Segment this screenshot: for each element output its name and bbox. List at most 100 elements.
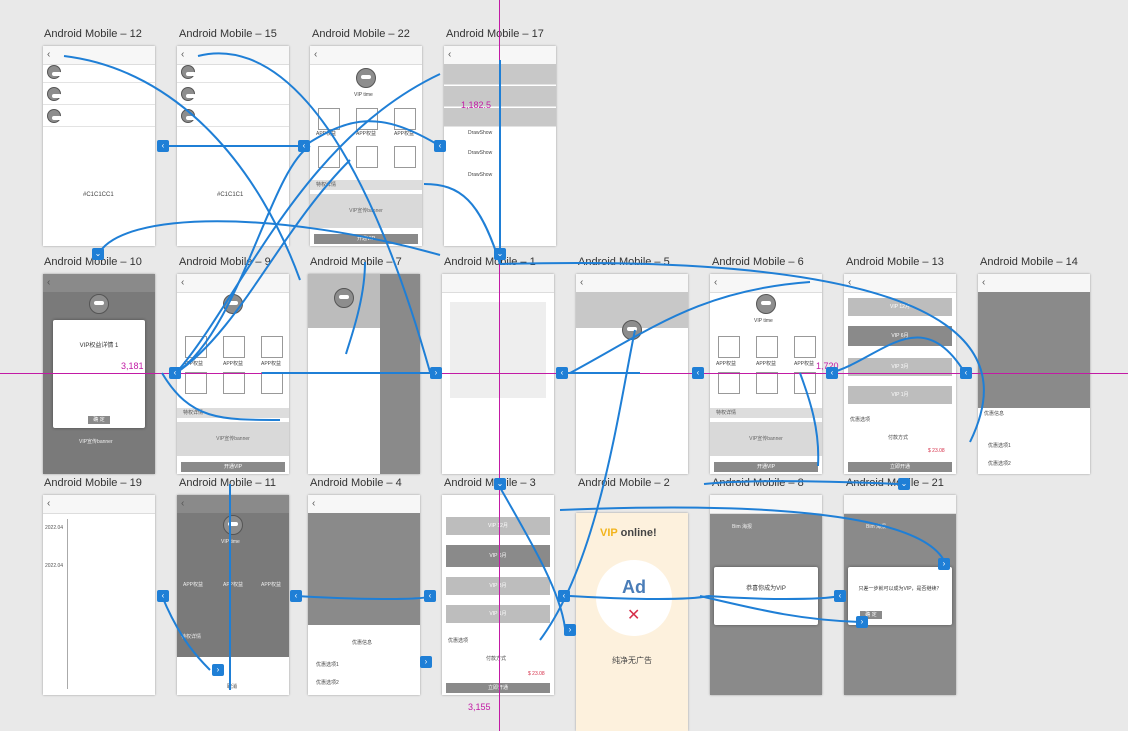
plan-option-selected[interactable]: VIP 6月 (848, 326, 952, 346)
plan-option[interactable]: VIP 1月 (446, 605, 550, 623)
perk-tile[interactable] (756, 372, 778, 394)
plan-option[interactable]: VIP 12月 (848, 298, 952, 316)
artboard-title[interactable]: Android Mobile – 3 (444, 477, 536, 489)
artboard-title[interactable]: Android Mobile – 2 (578, 477, 670, 489)
artboard-title[interactable]: Android Mobile – 19 (44, 477, 142, 489)
link-handle[interactable]: ‹ (424, 590, 436, 602)
perk-tile[interactable] (794, 372, 816, 394)
confirm-button[interactable]: 确 定 (88, 416, 110, 424)
perk-tile[interactable] (318, 146, 340, 168)
artboard-15[interactable]: ‹ #C1C1C1 (177, 46, 289, 246)
discount-option[interactable]: 优惠选项1 (316, 662, 339, 668)
link-handle[interactable]: ‹ (826, 367, 838, 379)
plan-option[interactable]: VIP 12月 (446, 517, 550, 535)
back-icon[interactable]: ‹ (47, 277, 51, 288)
artboard-14[interactable]: ‹ 优惠信息 优惠选项1 优惠选项2 (978, 274, 1090, 474)
discount-option[interactable]: 优惠选项2 (316, 680, 339, 686)
artboard-title[interactable]: Android Mobile – 7 (310, 256, 402, 268)
discount-row[interactable]: 优惠选项 (850, 417, 871, 423)
privilege-row[interactable]: 特权详情 (710, 408, 822, 418)
perk-tile[interactable] (756, 336, 778, 358)
link-handle[interactable]: › (856, 616, 868, 628)
open-vip-button[interactable]: 开通VIP (314, 234, 418, 244)
back-icon[interactable]: ‹ (982, 277, 986, 288)
artboard-8[interactable]: Bim 海报 恭喜你成为VIP (710, 495, 822, 695)
list-row[interactable] (444, 108, 556, 127)
perk-tile[interactable] (718, 336, 740, 358)
perk-tile[interactable] (223, 372, 245, 394)
artboard-10[interactable]: ‹ VIP权益详情 1 确 定 VIP宣传banner (43, 274, 155, 474)
link-handle[interactable]: ‹ (692, 367, 704, 379)
open-vip-button[interactable]: 开通VIP (181, 462, 285, 472)
artboard-title[interactable]: Android Mobile – 17 (446, 28, 544, 40)
link-handle[interactable]: ⌄ (494, 248, 506, 260)
link-handle[interactable]: › (938, 558, 950, 570)
discount-option[interactable]: 优惠选项2 (988, 461, 1011, 467)
link-handle[interactable]: ‹ (556, 367, 568, 379)
plan-option-selected[interactable]: VIP 6月 (446, 545, 550, 567)
perk-tile[interactable] (394, 146, 416, 168)
artboard-title[interactable]: Android Mobile – 11 (179, 477, 277, 489)
link-handle[interactable]: ‹ (834, 590, 846, 602)
perk-tile[interactable] (261, 372, 283, 394)
back-icon[interactable]: ‹ (181, 277, 185, 288)
back-icon[interactable]: ‹ (181, 498, 185, 509)
link-handle[interactable]: ⌄ (92, 248, 104, 260)
artboard-3[interactable]: VIP 12月 VIP 6月 VIP 3月 VIP 1月 优惠选项 付款方式 $… (442, 495, 554, 695)
plan-option[interactable]: VIP 3月 (446, 577, 550, 595)
subscribe-button[interactable]: 立即开通 (446, 683, 550, 693)
artboard-title[interactable]: Android Mobile – 12 (44, 28, 142, 40)
artboard-9[interactable]: ‹ APP权益 APP权益 APP权益 特权详情 VIP宣传banner 开通V… (177, 274, 289, 474)
back-icon[interactable]: ‹ (314, 49, 318, 60)
artboard-1[interactable] (442, 274, 554, 474)
artboard-title[interactable]: Android Mobile – 1 (444, 256, 536, 268)
back-icon[interactable]: ‹ (47, 498, 51, 509)
link-handle[interactable]: › (420, 656, 432, 668)
artboard-7[interactable] (308, 274, 420, 474)
artboard-title[interactable]: Android Mobile – 5 (578, 256, 670, 268)
link-handle[interactable]: ‹ (298, 140, 310, 152)
link-handle[interactable]: › (430, 367, 442, 379)
artboard-4[interactable]: ‹ 优惠信息 优惠选项1 优惠选项2 (308, 495, 420, 695)
plan-option[interactable]: VIP 1月 (848, 386, 952, 404)
perk-tile[interactable] (394, 108, 416, 130)
perk-tile[interactable] (185, 372, 207, 394)
artboard-19[interactable]: ‹ 2022.04 2022.04 (43, 495, 155, 695)
artboard-title[interactable]: Android Mobile – 8 (712, 477, 804, 489)
link-handle[interactable]: ‹ (169, 367, 181, 379)
back-icon[interactable]: ‹ (448, 49, 452, 60)
perk-tile[interactable] (718, 372, 740, 394)
link-handle[interactable]: › (564, 624, 576, 636)
link-handle[interactable]: › (212, 664, 224, 676)
perk-tile[interactable] (794, 336, 816, 358)
perk-tile[interactable] (223, 336, 245, 358)
confirm-button[interactable]: 确 定 (860, 611, 882, 619)
artboard-17[interactable]: ‹ DrawShow DrawShow DrawShow (444, 46, 556, 246)
artboard-title[interactable]: Android Mobile – 13 (846, 256, 944, 268)
open-vip-button[interactable]: 开通VIP (714, 462, 818, 472)
artboard-title[interactable]: Android Mobile – 6 (712, 256, 804, 268)
discount-row[interactable]: 优惠选项 (448, 638, 469, 644)
link-handle[interactable]: ‹ (157, 140, 169, 152)
artboard-13[interactable]: ‹ VIP 12月 VIP 6月 VIP 3月 VIP 1月 优惠选项 付款方式… (844, 274, 956, 474)
artboard-12[interactable]: ‹ #C1C1CC1 (43, 46, 155, 246)
link-handle[interactable]: ‹ (157, 590, 169, 602)
cancel-button[interactable]: 取消 (227, 684, 238, 690)
back-icon[interactable]: ‹ (714, 277, 718, 288)
subscribe-button[interactable]: 立即开通 (848, 462, 952, 472)
artboard-11[interactable]: ‹ VIP time APP权益 APP权益 APP权益 特权详情 取消 (177, 495, 289, 695)
link-handle[interactable]: ⌄ (494, 478, 506, 490)
back-icon[interactable]: ‹ (848, 277, 852, 288)
back-icon[interactable]: ‹ (312, 498, 316, 509)
back-icon[interactable]: ‹ (580, 277, 584, 288)
back-icon[interactable]: ‹ (47, 49, 51, 60)
artboard-title[interactable]: Android Mobile – 14 (980, 256, 1078, 268)
artboard-21[interactable]: Bim 海报 只差一步就可以成为VIP，是否继续？ 确 定 (844, 495, 956, 695)
link-handle[interactable]: ‹ (558, 590, 570, 602)
back-icon[interactable]: ‹ (181, 49, 185, 60)
artboard-title[interactable]: Android Mobile – 22 (312, 28, 410, 40)
list-row[interactable] (444, 64, 556, 85)
link-handle[interactable]: ‹ (960, 367, 972, 379)
privilege-row[interactable]: 特权详情 (181, 634, 202, 640)
